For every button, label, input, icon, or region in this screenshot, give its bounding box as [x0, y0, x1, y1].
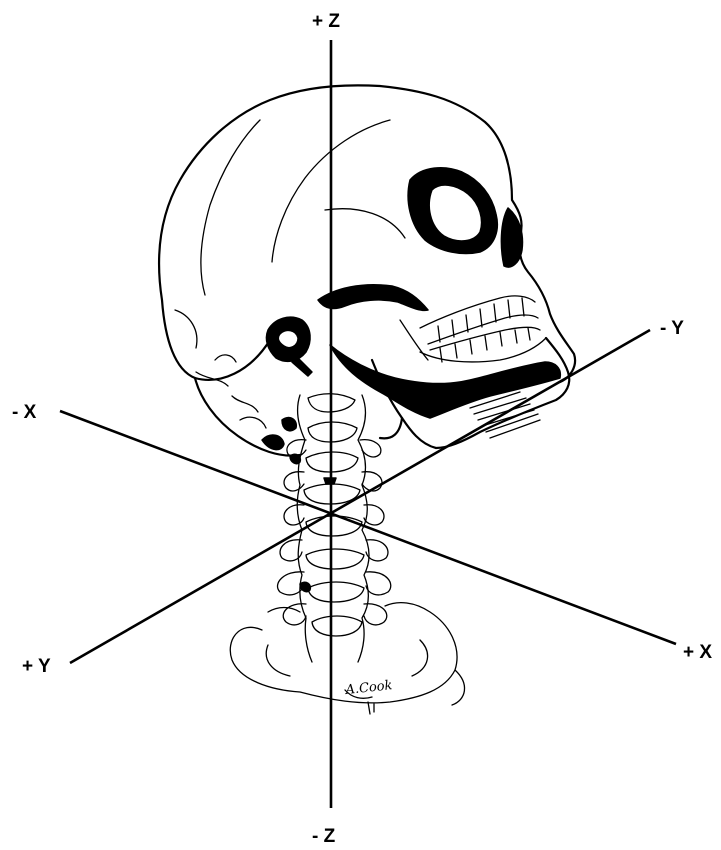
x-pos-label: + X [683, 642, 712, 663]
neck-base-outline [230, 603, 457, 703]
skull-illustration: A.Cook [159, 85, 575, 714]
lambdoid-suture [175, 310, 197, 348]
zygomatic-arch [318, 285, 428, 311]
signature-mark [368, 702, 374, 714]
artist-signature: A.Cook [344, 678, 393, 698]
x-axis [60, 411, 676, 644]
z-pos-label: + Z [312, 11, 340, 32]
y-neg-label: - Y [660, 318, 684, 339]
skull-base-detail [196, 355, 266, 428]
y-pos-label: + Y [22, 656, 51, 677]
styloid [292, 356, 312, 376]
coronal-suture [201, 120, 260, 295]
squamosal-suture [325, 209, 405, 238]
z-neg-label: - Z [312, 826, 336, 847]
x-neg-label: - X [12, 402, 37, 423]
cervical-spine [277, 394, 390, 662]
skull-base-shading [262, 435, 284, 450]
neck-base-right-edge [452, 670, 465, 705]
